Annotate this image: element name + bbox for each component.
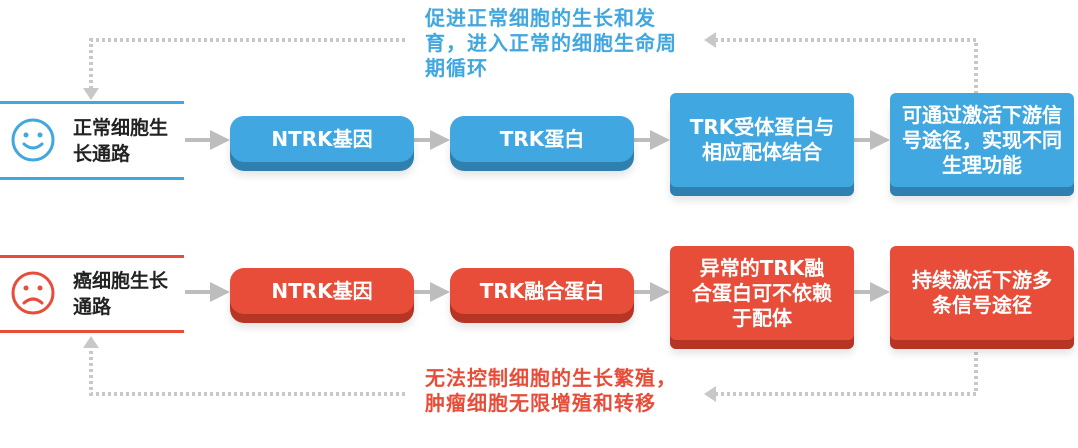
loop-normal-left xyxy=(89,38,405,92)
cancer-legend-rule-top xyxy=(0,255,184,258)
loop-cancer-left xyxy=(89,344,405,396)
cancer-pathway-label: 癌细胞生长通路 xyxy=(73,270,169,318)
normal-step-2: TRK蛋白 xyxy=(450,116,634,162)
normal-legend-rule-top xyxy=(0,101,184,104)
cancer-step-3: 异常的TRK融合蛋白可不依赖于配体 xyxy=(670,246,854,340)
normal-loop-note: 促进正常细胞的生长和发育，进入正常的细胞生命周期循环 xyxy=(425,6,677,80)
normal-step-1: NTRK基因 xyxy=(230,116,414,162)
cancer-loop-note: 无法控制细胞的生长繁殖，肿瘤细胞无限增殖和转移 xyxy=(425,366,677,415)
cancer-step-1: NTRK基因 xyxy=(230,268,414,314)
sad-face-icon xyxy=(11,271,55,315)
cancer-step-4: 持续激活下游多条信号途径 xyxy=(890,246,1074,340)
normal-step-4: 可通过激活下游信号途径，实现不同生理功能 xyxy=(890,93,1074,187)
normal-legend-rule-bottom xyxy=(0,177,184,180)
loop-normal xyxy=(710,38,978,94)
normal-pathway-label: 正常细胞生长通路 xyxy=(73,117,169,165)
cancer-legend-rule-bottom xyxy=(0,330,184,333)
cancer-step-2: TRK融合蛋白 xyxy=(450,268,634,314)
normal-step-3: TRK受体蛋白与相应配体结合 xyxy=(670,93,854,187)
smiley-face-icon xyxy=(11,118,55,162)
loop-cancer xyxy=(710,352,978,396)
